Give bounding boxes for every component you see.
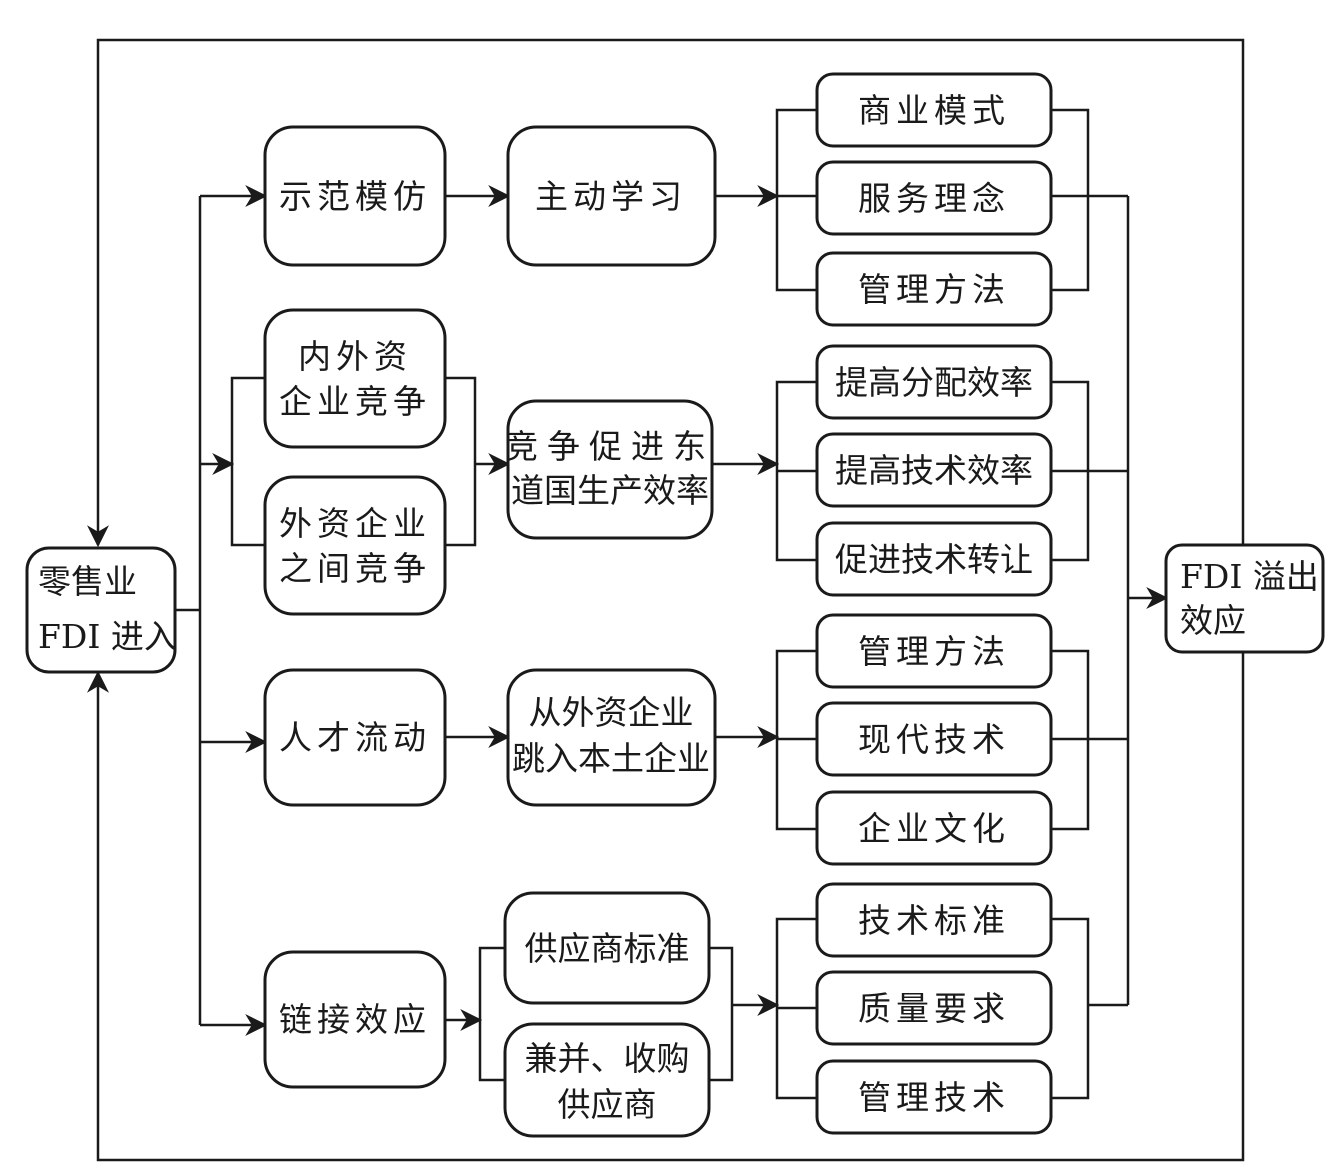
modern-tech-box xyxy=(815,701,1053,777)
right-bracket-4 xyxy=(1051,917,1090,1100)
feedback-top-arrow xyxy=(87,38,1245,548)
spillover-box xyxy=(1164,543,1325,654)
business-model-box xyxy=(815,72,1053,148)
domestic-foreign-comp-box xyxy=(263,308,447,449)
job-hop-line1: 从外资企业 xyxy=(529,693,694,732)
left-bracket-1 xyxy=(775,108,817,292)
right-bracket-competition xyxy=(445,376,477,547)
domestic-foreign-comp-line2: 企业竞争 xyxy=(279,382,431,421)
foreign-foreign-comp-box xyxy=(263,475,447,616)
entry-box xyxy=(25,546,177,674)
tech-eff-box xyxy=(815,432,1053,508)
mgmt-method-2-label: 管理方法 xyxy=(858,632,1010,671)
competition-effect-line2: 道国生产效率 xyxy=(511,471,709,510)
mgmt-method-1-label: 管理方法 xyxy=(858,270,1010,309)
talent-flow-label: 人才流动 xyxy=(279,718,431,757)
mgmt-tech-label: 管理技术 xyxy=(858,1078,1010,1117)
active-learning-box xyxy=(506,125,717,267)
demo-box xyxy=(263,125,447,267)
quality-req-box xyxy=(815,970,1053,1046)
business-model-label: 商业模式 xyxy=(858,91,1010,130)
entry-label-line2: FDI 进入 xyxy=(38,617,177,656)
tech-eff-label: 提高技术效率 xyxy=(835,451,1033,490)
corp-culture-box xyxy=(815,790,1053,866)
left-bracket-competition xyxy=(230,376,265,547)
linkage-box xyxy=(263,950,447,1089)
tech-std-label: 技术标准 xyxy=(858,901,1010,940)
quality-req-label: 质量要求 xyxy=(858,989,1010,1028)
spillover-line1: FDI 溢出 xyxy=(1180,557,1319,596)
competition-effect-line1: 竞争促进东 xyxy=(505,427,715,466)
alloc-eff-box xyxy=(815,344,1053,420)
demo-label: 示范模仿 xyxy=(279,177,431,216)
job-hop-box xyxy=(506,668,717,807)
node-labels: 零售业 FDI 进入 示范模仿 主动学习 商业模式 服务理念 管理方法 内外资 … xyxy=(38,91,1319,1124)
feedback-bottom-arrow xyxy=(87,652,1245,1162)
corp-culture-label: 企业文化 xyxy=(858,809,1010,848)
competition-effect-box xyxy=(506,399,714,540)
merge-acquire-line2: 供应商 xyxy=(558,1085,657,1124)
foreign-foreign-comp-line2: 之间竞争 xyxy=(279,549,431,588)
node-boxes xyxy=(25,72,1325,1138)
modern-tech-label: 现代技术 xyxy=(858,720,1010,759)
tech-transfer-box xyxy=(815,521,1053,597)
tech-std-box xyxy=(815,882,1053,958)
domestic-foreign-comp-line1: 内外资 xyxy=(298,337,412,376)
mgmt-method-2-box xyxy=(815,613,1053,689)
service-concept-label: 服务理念 xyxy=(858,179,1010,218)
supplier-std-label: 供应商标准 xyxy=(525,929,690,968)
merge-acquire-line1: 兼并、收购 xyxy=(525,1039,690,1078)
service-concept-box xyxy=(815,160,1053,236)
mgmt-method-1-box xyxy=(815,251,1053,327)
left-bracket-supplier xyxy=(478,946,505,1082)
job-hop-line2: 跳入本土企业 xyxy=(512,739,710,778)
entry-label-line1: 零售业 xyxy=(38,562,137,601)
right-bracket-1 xyxy=(1051,108,1090,292)
mgmt-tech-box xyxy=(815,1059,1053,1135)
talent-flow-box xyxy=(263,668,447,807)
spillover-line2: 效应 xyxy=(1180,601,1246,640)
active-learning-label: 主动学习 xyxy=(535,177,687,216)
alloc-eff-label: 提高分配效率 xyxy=(835,363,1033,402)
connectors xyxy=(87,38,1245,1162)
supplier-std-box xyxy=(503,891,711,1005)
foreign-foreign-comp-line1: 外资企业 xyxy=(279,504,431,543)
right-bracket-supplier xyxy=(709,946,734,1082)
linkage-label: 链接效应 xyxy=(279,1000,431,1039)
merge-acquire-box xyxy=(503,1022,711,1138)
tech-transfer-label: 促进技术转让 xyxy=(835,540,1033,579)
